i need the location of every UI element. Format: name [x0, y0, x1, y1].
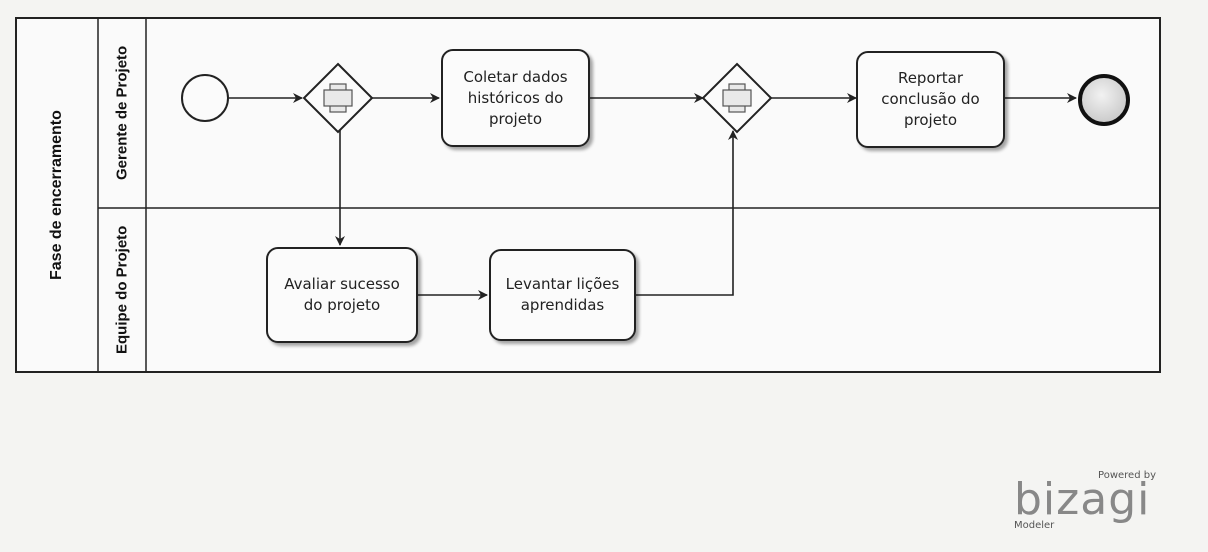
parallel-gateway-split[interactable]: [302, 62, 374, 134]
lane-label-equipe: Equipe do Projeto: [113, 225, 131, 355]
plus-icon: [323, 83, 353, 113]
plus-icon: [722, 83, 752, 113]
task-levantar-licoes[interactable]: Levantar lições aprendidas: [489, 249, 636, 341]
powered-by-text: Powered by: [1098, 470, 1156, 481]
start-event[interactable]: [181, 74, 229, 122]
task-avaliar-sucesso[interactable]: Avaliar sucesso do projeto: [266, 247, 418, 343]
pool-label: Fase de encerramento: [48, 110, 65, 280]
lane-label-gerente: Gerente de Projeto: [113, 45, 131, 181]
modeler-text: Modeler: [1014, 520, 1055, 531]
sequence-flows: [229, 93, 1077, 300]
end-event[interactable]: [1078, 74, 1130, 126]
bizagi-logo: bizagi: [1014, 474, 1151, 525]
task-reportar-conclusao[interactable]: Reportar conclusão do projeto: [856, 51, 1005, 148]
flow-levantar-to-join: [636, 130, 738, 296]
task-coletar-dados[interactable]: Coletar dados históricos do projeto: [441, 49, 590, 147]
bizagi-branding: Powered by bizagi Modeler: [1012, 470, 1160, 540]
parallel-gateway-join[interactable]: [701, 62, 773, 134]
